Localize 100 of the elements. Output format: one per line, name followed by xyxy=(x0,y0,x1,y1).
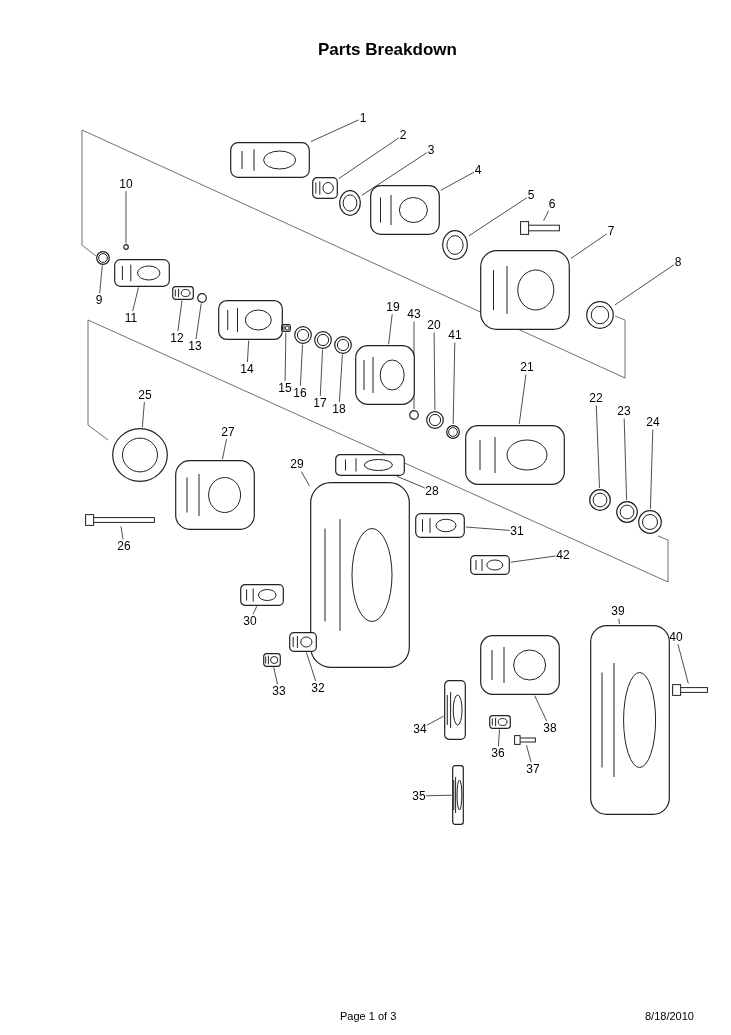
callout-number: 22 xyxy=(589,391,603,405)
leader-line xyxy=(306,652,317,682)
callout-number: 40 xyxy=(669,630,683,644)
leader-line xyxy=(396,475,426,489)
part-drawing xyxy=(415,512,465,538)
leader-line xyxy=(247,340,250,363)
leader-line xyxy=(623,418,627,501)
callout-number: 34 xyxy=(413,722,427,736)
leader-line xyxy=(273,666,278,685)
callout-number: 11 xyxy=(124,311,138,325)
ring-drawing xyxy=(197,293,207,303)
leader-line xyxy=(677,643,689,684)
callout-number: 3 xyxy=(427,143,435,157)
leader-line xyxy=(425,794,452,797)
leader-line xyxy=(252,605,258,615)
part-drawing xyxy=(370,185,440,235)
callout-number: 41 xyxy=(448,328,462,342)
ring-drawing xyxy=(446,425,460,439)
ring-drawing xyxy=(586,301,614,329)
page-title: Parts Breakdown xyxy=(318,40,457,60)
callout-number: 20 xyxy=(427,318,441,332)
part-drawing xyxy=(672,684,708,696)
leader-line xyxy=(132,287,139,312)
callout-number: 36 xyxy=(491,746,505,760)
leader-line xyxy=(570,233,608,259)
leader-line xyxy=(650,429,654,510)
ring-drawing xyxy=(112,428,168,482)
leader-line xyxy=(339,354,343,403)
part-drawing xyxy=(514,735,536,745)
callout-number: 38 xyxy=(543,721,557,735)
ring-drawing xyxy=(123,244,129,250)
callout-number: 26 xyxy=(117,539,131,553)
callout-number: 7 xyxy=(607,224,615,238)
ring-drawing xyxy=(409,410,419,420)
part-drawing xyxy=(470,555,510,575)
leader-line xyxy=(510,555,556,563)
leader-line xyxy=(440,171,475,191)
part-drawing xyxy=(480,635,560,695)
part-drawing xyxy=(217,300,283,340)
leader-line xyxy=(614,264,675,306)
callout-number: 12 xyxy=(170,331,184,345)
callout-number: 39 xyxy=(611,604,625,618)
part-drawing xyxy=(289,632,317,652)
leader-line xyxy=(534,695,547,722)
callout-number: 32 xyxy=(311,681,325,695)
callout-number: 23 xyxy=(617,404,631,418)
footer-text: Page 1 of 3 xyxy=(340,1010,397,1022)
leader-line xyxy=(99,265,103,294)
footer-text: 8/18/2010 xyxy=(645,1010,694,1022)
ring-drawing xyxy=(616,501,638,523)
leader-line xyxy=(543,210,549,222)
leader-line xyxy=(177,300,183,332)
leader-line xyxy=(310,119,360,142)
callout-number: 17 xyxy=(313,396,327,410)
part-drawing xyxy=(312,177,338,199)
part-drawing xyxy=(355,345,415,405)
callout-number: 43 xyxy=(407,307,421,321)
callout-number: 15 xyxy=(278,381,292,395)
leader-line xyxy=(120,525,124,540)
callout-number: 10 xyxy=(119,177,133,191)
leader-line xyxy=(518,374,527,425)
leader-line xyxy=(361,152,428,196)
leader-line xyxy=(465,526,510,531)
ring-drawing xyxy=(334,336,352,354)
part-drawing xyxy=(175,460,255,530)
leader-line xyxy=(595,405,600,489)
part-drawing xyxy=(465,425,565,485)
part-drawing xyxy=(281,324,291,332)
part-drawing xyxy=(172,286,194,300)
leader-line xyxy=(125,190,127,244)
callout-number: 24 xyxy=(646,415,660,429)
callout-number: 25 xyxy=(138,388,152,402)
part-drawing xyxy=(263,653,281,667)
ring-drawing xyxy=(442,230,468,260)
leader-line xyxy=(426,715,444,726)
callout-number: 5 xyxy=(527,188,535,202)
callout-number: 9 xyxy=(95,293,103,307)
callout-number: 37 xyxy=(526,762,540,776)
part-drawing xyxy=(590,625,670,815)
ring-drawing xyxy=(294,326,312,344)
leader-line xyxy=(300,344,303,387)
leader-line xyxy=(222,438,227,460)
part-drawing xyxy=(240,584,284,606)
part-drawing xyxy=(480,250,570,330)
part-drawing xyxy=(520,221,560,235)
callout-number: 14 xyxy=(240,362,254,376)
ring-drawing xyxy=(589,489,611,511)
callout-number: 42 xyxy=(556,548,570,562)
leader-line xyxy=(195,303,202,340)
part-drawing xyxy=(444,680,466,740)
callout-number: 16 xyxy=(293,386,307,400)
callout-number: 27 xyxy=(221,425,235,439)
leader-line xyxy=(141,401,145,428)
leader-line xyxy=(468,197,528,237)
leader-line xyxy=(452,342,456,425)
callout-number: 35 xyxy=(412,789,426,803)
callout-number: 19 xyxy=(386,300,400,314)
leader-line xyxy=(284,332,287,382)
leader-line xyxy=(498,728,500,747)
leader-line xyxy=(319,349,323,397)
